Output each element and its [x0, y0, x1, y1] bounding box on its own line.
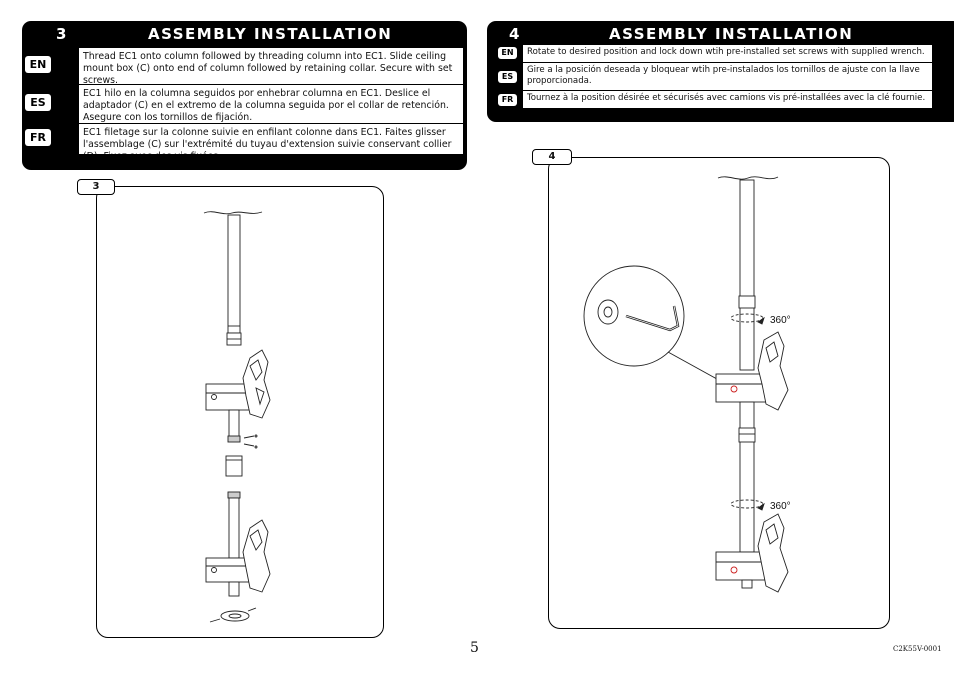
step4-lang-es-badge: ES	[498, 71, 517, 83]
step3-lang-fr-badge: FR	[25, 129, 51, 146]
step4-row-fr: Tournez à la position désirée et sécuris…	[523, 91, 932, 108]
step4-number: 4	[509, 25, 521, 43]
figure4-rotation-label-upper: 360°	[770, 315, 791, 326]
figure4-rotation-label-lower: 360°	[770, 501, 791, 512]
figure3-label: 3	[77, 179, 115, 195]
step3-lang-es-badge: ES	[25, 94, 51, 111]
step3-title: ASSEMBLY INSTALLATION	[148, 25, 393, 43]
step4-title: ASSEMBLY INSTALLATION	[609, 25, 854, 43]
step3-lang-en-badge: EN	[25, 56, 51, 73]
step3-header: 3 ASSEMBLY INSTALLATION	[22, 21, 467, 45]
figure3-frame	[96, 186, 384, 638]
step3-row-es: EC1 hilo en la columna seguidos por enhe…	[79, 85, 463, 123]
figure4-label: 4	[532, 149, 572, 165]
step4-lang-fr-badge: FR	[498, 94, 517, 106]
step4-lang-en-badge: EN	[498, 47, 517, 59]
document-code: C2K55V-0001	[893, 645, 942, 653]
step3-instructions-panel: 3 ASSEMBLY INSTALLATION EN Thread EC1 on…	[22, 21, 467, 170]
step4-row-en: Rotate to desired position and lock down…	[523, 45, 932, 62]
figure4-frame	[548, 157, 890, 629]
step4-header: 4 ASSEMBLY INSTALLATION	[487, 21, 954, 45]
step3-number: 3	[56, 25, 68, 43]
step3-row-en: Thread EC1 onto column followed by threa…	[79, 48, 463, 84]
step3-row-fr: EC1 filetage sur la colonne suivie en en…	[79, 124, 463, 154]
page-number: 5	[470, 640, 479, 656]
step4-row-es: Gire a la posición deseada y bloquear wt…	[523, 63, 932, 90]
step4-instructions-panel: 4 ASSEMBLY INSTALLATION EN Rotate to des…	[487, 21, 954, 122]
